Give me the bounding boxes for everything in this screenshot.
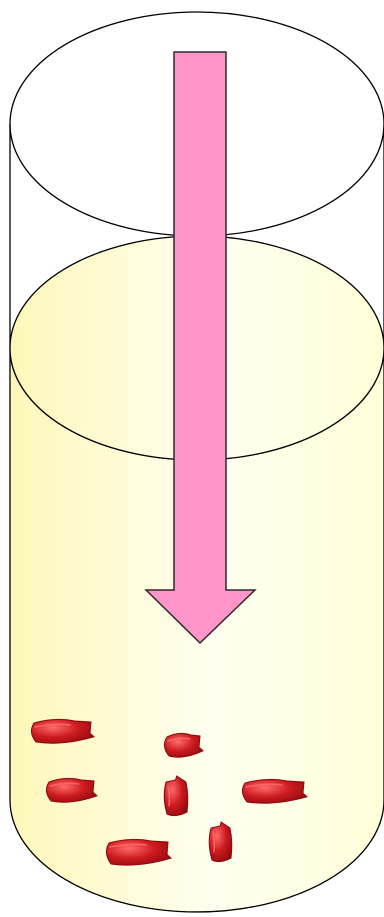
- sediment-particle: [164, 733, 203, 757]
- sediment-particle: [209, 822, 232, 862]
- sediment-particle: [164, 776, 188, 816]
- sediment-particle: [31, 719, 94, 743]
- sediment-particle: [106, 839, 171, 865]
- sediment-particle: [242, 779, 307, 803]
- sediment-particle: [46, 778, 97, 802]
